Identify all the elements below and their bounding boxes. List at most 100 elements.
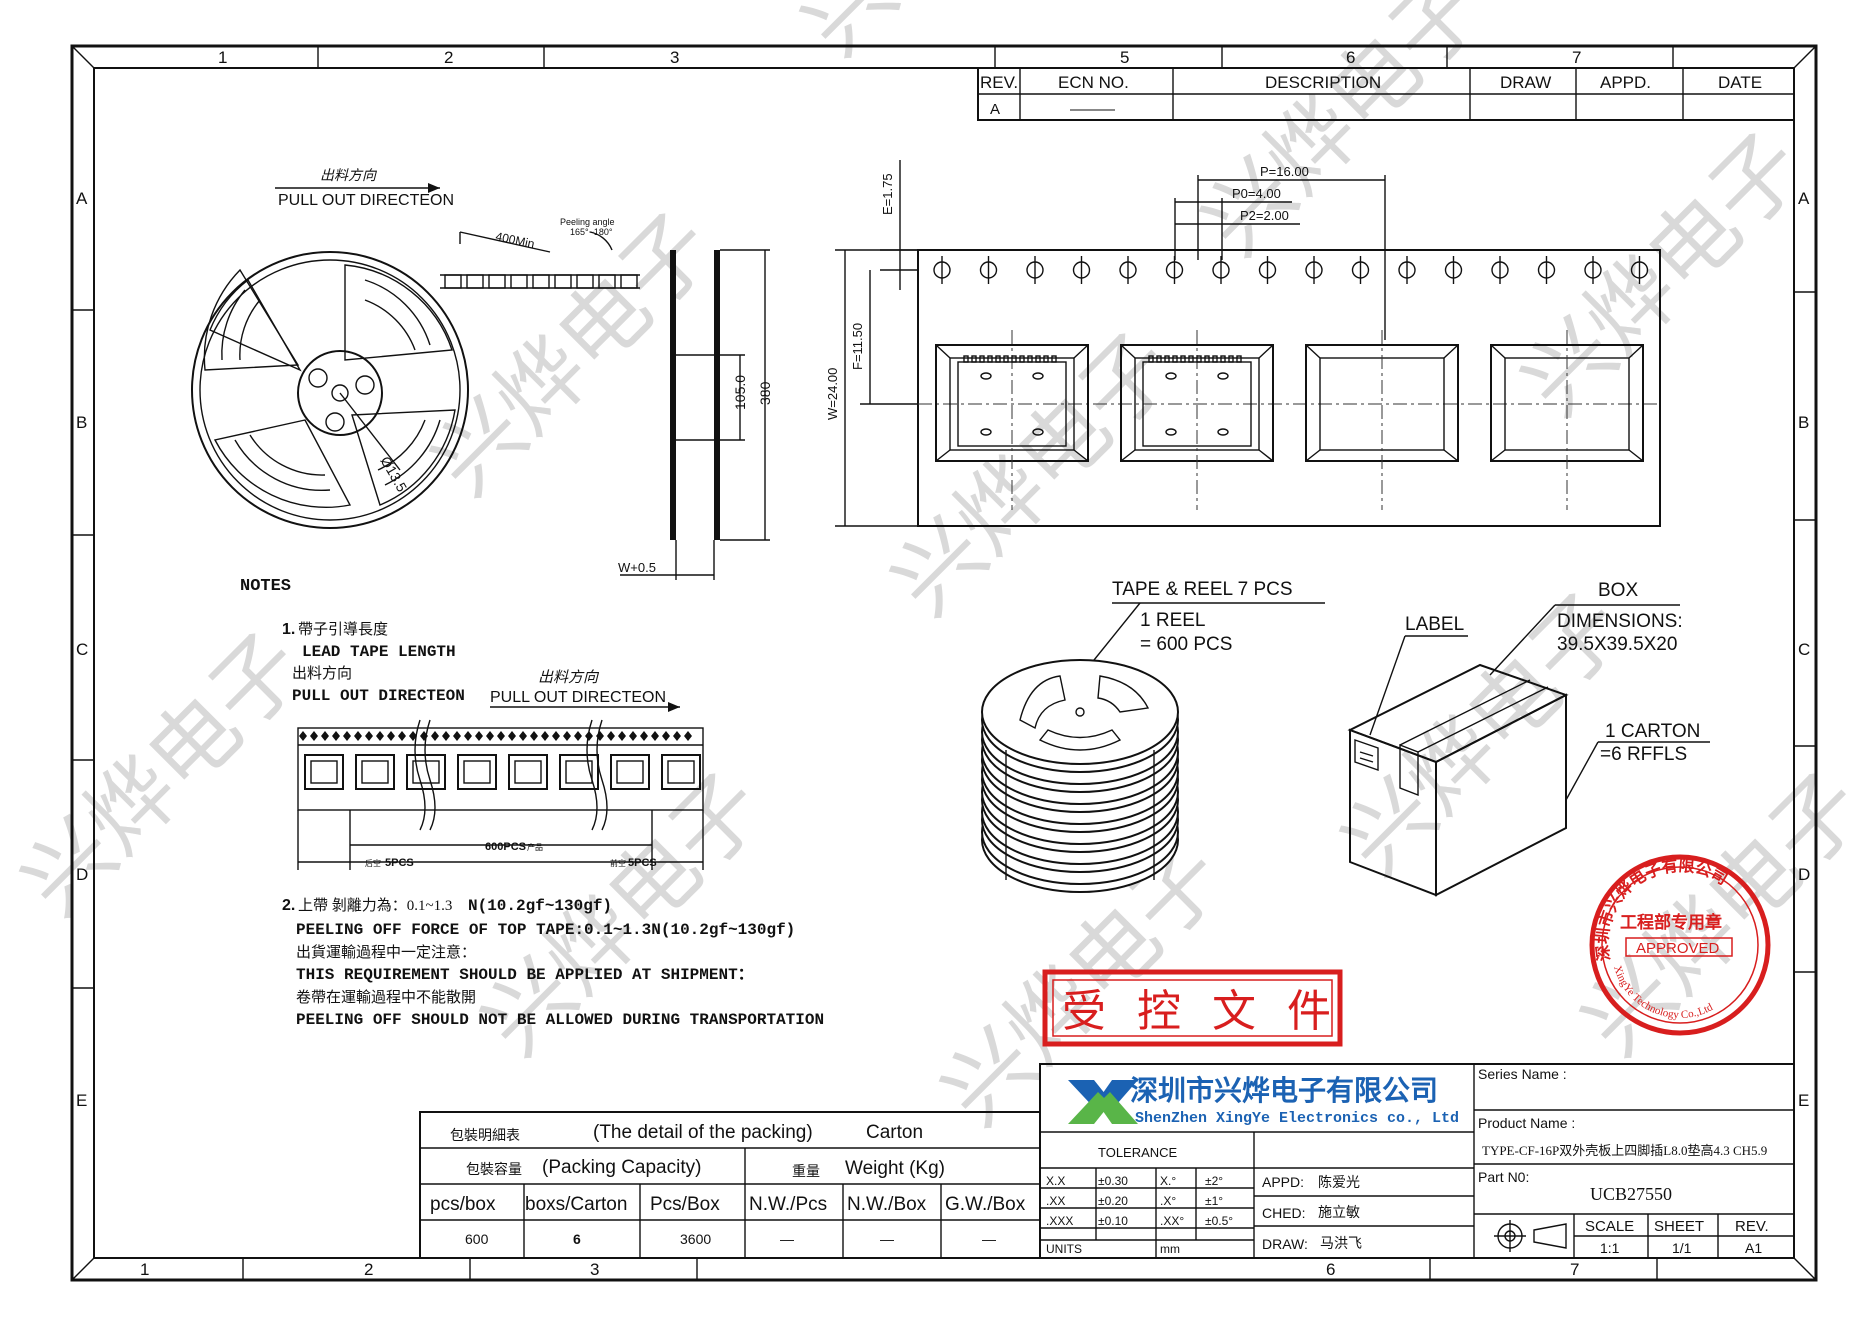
rev-header-appd: APPD. bbox=[1600, 73, 1651, 92]
pocket-corner bbox=[1120, 449, 1136, 462]
ched-value: 施立敏 bbox=[1318, 1205, 1360, 1221]
zone-top-6: 6 bbox=[1346, 48, 1355, 67]
dim-F: F=11.50 bbox=[850, 323, 865, 370]
leader-length-label: 400Min bbox=[494, 229, 535, 251]
strip-pocket-inner bbox=[616, 760, 644, 784]
zone-top-7: 7 bbox=[1572, 48, 1581, 67]
pocket-corner bbox=[1490, 344, 1506, 359]
connector-pin bbox=[1196, 355, 1202, 363]
connector-hole bbox=[1032, 428, 1044, 436]
rev-header-draw: DRAW bbox=[1500, 73, 1551, 92]
strip-sprocket bbox=[574, 731, 582, 741]
note-3-cn: 出貨運輸過程中一定注意： bbox=[296, 943, 476, 961]
note-1-dir-en: PULL OUT DIRECTEON bbox=[292, 687, 465, 705]
connector-pin bbox=[1212, 355, 1218, 363]
connector-hole bbox=[1217, 428, 1229, 436]
sheet-value: 1/1 bbox=[1672, 1240, 1692, 1256]
strip-sprocket bbox=[497, 731, 505, 741]
series-label: Series Name : bbox=[1478, 1066, 1567, 1082]
pocket-corner bbox=[1120, 344, 1136, 359]
strip-sprocket bbox=[552, 731, 560, 741]
seal-center-text: 工程部专用章 bbox=[1620, 912, 1722, 932]
strip-sprocket bbox=[343, 731, 351, 741]
connector-pin bbox=[1164, 355, 1170, 363]
strip-sprocket bbox=[640, 731, 648, 741]
strip-sprocket bbox=[310, 731, 318, 741]
revision-table: REV. ECN NO. DESCRIPTION DRAW APPD. DATE… bbox=[977, 67, 1795, 121]
carton-box: LABEL BOX DIMENSIONS: 39.5X39.5X20 1 CAR… bbox=[1347, 580, 1710, 897]
strip-pocket-inner bbox=[565, 760, 593, 784]
strip-sprocket bbox=[365, 731, 373, 741]
strip-sprocket bbox=[673, 731, 681, 741]
product-label: Product Name : bbox=[1478, 1115, 1575, 1131]
strip-total: 600PCS bbox=[485, 841, 526, 853]
rev-header-ecn: ECN NO. bbox=[1058, 73, 1129, 92]
strip-pocket-inner bbox=[310, 760, 338, 784]
reel-flange-gap: W+0.5 bbox=[618, 560, 656, 575]
connector-pin bbox=[1172, 355, 1178, 363]
pocket-corner bbox=[935, 344, 951, 359]
watermark: 兴烨电子 bbox=[782, 0, 1104, 75]
reel-outer-width: 380 bbox=[757, 381, 773, 405]
zone-bottom-3: 3 bbox=[590, 1260, 599, 1279]
strip-pocket bbox=[508, 754, 548, 790]
company-logo bbox=[1068, 1080, 1138, 1124]
connector-pin bbox=[1035, 355, 1041, 363]
strip-sprocket bbox=[651, 731, 659, 741]
connector-pin bbox=[1228, 355, 1234, 363]
connector-pin bbox=[1027, 355, 1033, 363]
connector-pin bbox=[1180, 355, 1186, 363]
connector-pin bbox=[1148, 355, 1154, 363]
rev-header-date: DATE bbox=[1718, 73, 1762, 92]
reel-hub bbox=[1075, 707, 1085, 717]
zone-left-B: B bbox=[76, 413, 87, 432]
zone-right-C: C bbox=[1798, 640, 1810, 659]
tol-r2-c4: ±1° bbox=[1205, 1194, 1223, 1208]
tol-r3-c1: .XXX bbox=[1046, 1214, 1073, 1228]
zone-left-E: E bbox=[76, 1091, 87, 1110]
zone-left-A: A bbox=[76, 189, 88, 208]
strip-sprocket bbox=[464, 731, 472, 741]
connector-pin bbox=[979, 355, 985, 363]
tape-reel-line2: = 600 PCS bbox=[1140, 634, 1232, 655]
pocket-corner bbox=[1305, 449, 1321, 462]
connector-pin bbox=[1188, 355, 1194, 363]
zone-right-E: E bbox=[1798, 1091, 1809, 1110]
strip-sprocket bbox=[519, 731, 527, 741]
rev-label: REV. bbox=[1735, 1218, 1769, 1235]
note-4-cn: 卷帶在運輸過程中不能散開 bbox=[296, 989, 476, 1006]
connector-pin bbox=[987, 355, 993, 363]
connector-pin bbox=[995, 355, 1001, 363]
strip-pocket bbox=[304, 754, 344, 790]
pocket-corner bbox=[1073, 344, 1089, 359]
connector-pin bbox=[1220, 355, 1226, 363]
strip-sprocket bbox=[563, 731, 571, 741]
reel-window bbox=[1097, 675, 1150, 713]
pocket-corner bbox=[1628, 449, 1644, 462]
reel-window bbox=[1038, 729, 1122, 751]
rev-value: A1 bbox=[1745, 1240, 1762, 1256]
tol-r2-c2: ±0.20 bbox=[1098, 1194, 1128, 1208]
connector-pin bbox=[1204, 355, 1210, 363]
strip-pocket bbox=[661, 754, 701, 790]
box-dim-title: DIMENSIONS: bbox=[1557, 611, 1683, 632]
strip-sprocket bbox=[662, 731, 670, 741]
connector-pin bbox=[1011, 355, 1017, 363]
packing-title-cn: 包裝明細表 bbox=[450, 1128, 520, 1144]
packing-col-gw-box: G.W./Box bbox=[945, 1194, 1026, 1215]
connector-pin bbox=[1236, 355, 1242, 363]
draw-label: DRAW: bbox=[1262, 1236, 1308, 1252]
connector-hole bbox=[1165, 428, 1177, 436]
strip-sprocket bbox=[299, 731, 307, 741]
tol-r2-c1: .XX bbox=[1046, 1194, 1065, 1208]
packing-weight-cn: 重量 bbox=[792, 1164, 820, 1180]
strip-sprocket bbox=[530, 731, 538, 741]
appd-label: APPD: bbox=[1262, 1174, 1304, 1190]
rev-row-rev: A bbox=[990, 101, 1000, 118]
tol-r1-c2: ±0.30 bbox=[1098, 1174, 1128, 1188]
connector-pin bbox=[1003, 355, 1009, 363]
packing-capacity-cn: 包裝容量 bbox=[466, 1161, 522, 1178]
strip-sprocket bbox=[607, 731, 615, 741]
strip-left: 5PCS bbox=[385, 857, 414, 869]
